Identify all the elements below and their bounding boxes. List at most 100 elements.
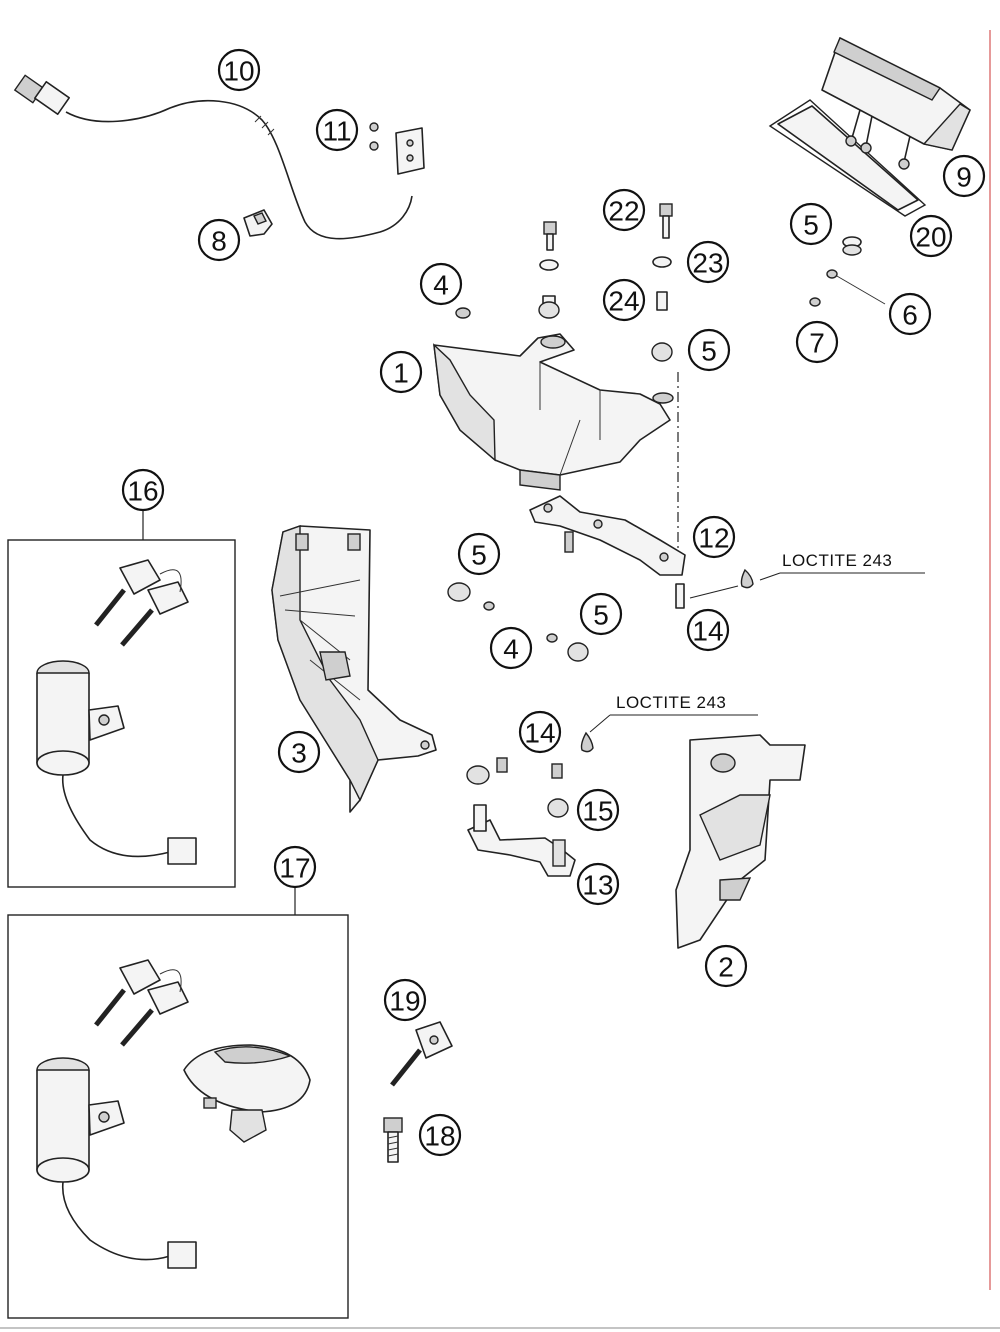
- part-8-clip: [243, 209, 273, 237]
- callout-7: 7: [795, 320, 839, 364]
- kit-17-fuel-cap: [183, 1044, 311, 1143]
- hardware-cluster-5-6-7: [809, 236, 886, 307]
- callout-19: 19: [383, 978, 427, 1022]
- callout-number: 11: [322, 116, 351, 147]
- callout-number: 24: [608, 286, 639, 317]
- part-13-lower-bracket: [466, 757, 576, 877]
- callout-4: 4: [419, 262, 463, 306]
- hardware-middle: [447, 582, 589, 662]
- callout-14: 14: [686, 608, 730, 652]
- callout-22: 22: [602, 188, 646, 232]
- callout-circle: [197, 218, 241, 262]
- callout-circle: [489, 626, 533, 670]
- hardware-stack-center: [455, 221, 560, 319]
- callout-14: 14: [518, 710, 562, 754]
- callout-circle: [687, 328, 731, 372]
- callout-5: 5: [579, 592, 623, 636]
- callout-circle: [217, 48, 261, 92]
- callout-circle: [576, 788, 620, 832]
- callout-number: 6: [902, 300, 918, 331]
- callout-number: 5: [803, 210, 819, 241]
- part-1-upper-mask: [433, 333, 674, 491]
- callout-number: 16: [127, 476, 158, 507]
- callout-17: 17: [273, 845, 317, 889]
- callout-circle: [418, 1113, 462, 1157]
- callout-number: 1: [393, 358, 409, 389]
- callout-3: 3: [277, 730, 321, 774]
- callout-number: 4: [433, 270, 449, 301]
- part-9-speedometer: [768, 37, 971, 217]
- loctite-lower-label: LOCTITE 243: [616, 693, 726, 712]
- callout-circle: [692, 515, 736, 559]
- callout-circle: [576, 862, 620, 906]
- callout-number: 14: [524, 718, 555, 749]
- callout-number: 10: [223, 56, 254, 87]
- part-19-key: [390, 1021, 453, 1087]
- callout-number: 5: [593, 600, 609, 631]
- callout-circle: [789, 202, 833, 246]
- callout-13: 13: [576, 862, 620, 906]
- callout-5: 5: [687, 328, 731, 372]
- part-11-terminal-block: [369, 122, 425, 175]
- callout-number: 20: [915, 222, 946, 253]
- kit-16-lock-cylinder: [36, 660, 197, 865]
- callout-number: 2: [718, 952, 734, 983]
- callout-5: 5: [457, 532, 501, 576]
- callout-circle: [942, 154, 986, 198]
- callout-11: 11: [315, 108, 359, 152]
- callout-5: 5: [789, 202, 833, 246]
- callout-15: 15: [576, 788, 620, 832]
- callout-4: 4: [489, 626, 533, 670]
- kit-16-keys: [94, 559, 189, 647]
- callout-number: 22: [608, 196, 639, 227]
- callout-number: 3: [291, 738, 307, 769]
- callout-circle: [686, 608, 730, 652]
- callout-circle: [379, 350, 423, 394]
- callout-number: 12: [698, 523, 729, 554]
- callout-10: 10: [217, 48, 261, 92]
- callout-circle: [704, 944, 748, 988]
- kit-17-keys: [94, 959, 189, 1047]
- loctite-note-upper: LOCTITE 243: [689, 551, 925, 599]
- callout-circle: [518, 710, 562, 754]
- part-10-wiring-harness: [13, 74, 413, 240]
- callout-circle: [121, 468, 165, 512]
- callout-number: 13: [582, 870, 613, 901]
- callout-circle: [602, 278, 646, 322]
- callout-16: 16: [121, 468, 165, 512]
- callout-circle: [315, 108, 359, 152]
- callout-circle: [273, 845, 317, 889]
- callout-number: 15: [582, 796, 613, 827]
- callout-1: 1: [379, 350, 423, 394]
- callout-number: 5: [701, 336, 717, 367]
- kit-17-lock-cylinder: [36, 1057, 197, 1269]
- callout-24: 24: [602, 278, 646, 322]
- kit-box-17: [7, 914, 349, 1319]
- kit-box-16: [7, 539, 236, 888]
- callout-2: 2: [704, 944, 748, 988]
- part-2-lower-panel: [675, 734, 806, 949]
- callout-circle: [277, 730, 321, 774]
- callout-circle: [602, 188, 646, 232]
- callout-6: 6: [888, 292, 932, 336]
- callout-number: 9: [956, 162, 972, 193]
- callout-circle: [686, 240, 730, 284]
- callout-8: 8: [197, 218, 241, 262]
- callout-number: 8: [211, 226, 227, 257]
- callout-number: 23: [692, 248, 723, 279]
- callout-number: 17: [279, 853, 310, 884]
- callout-circle: [419, 262, 463, 306]
- part-3-side-panel: [271, 525, 437, 813]
- callout-12: 12: [692, 515, 736, 559]
- callout-circle: [383, 978, 427, 1022]
- loctite-note-lower: LOCTITE 243: [580, 693, 758, 753]
- callout-9: 9: [942, 154, 986, 198]
- callout-18: 18: [418, 1113, 462, 1157]
- callout-number: 7: [809, 328, 825, 359]
- callout-20: 20: [909, 214, 953, 258]
- callout-number: 5: [471, 540, 487, 571]
- callout-number: 4: [503, 634, 519, 665]
- callout-circle: [888, 292, 932, 336]
- callout-circle: [909, 214, 953, 258]
- callout-number: 18: [424, 1121, 455, 1152]
